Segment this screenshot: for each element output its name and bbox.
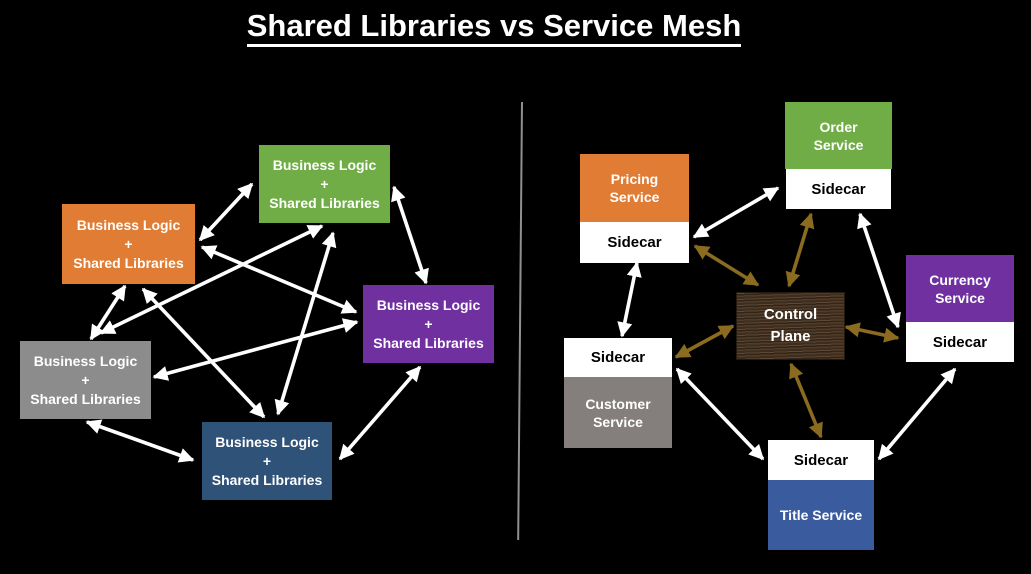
service-box-title: Title Service — [768, 480, 874, 550]
arrow-gray-blue — [85, 419, 195, 463]
arrow-green-blue — [274, 231, 337, 416]
service-box-order: Order Service — [785, 102, 892, 169]
node-label-line: Business Logic — [272, 156, 377, 173]
service-box-currency: Currency Service — [906, 255, 1014, 322]
arrow-green-purple — [391, 185, 429, 285]
service-label-line: Customer — [585, 395, 651, 412]
node-label-line: Shared Libraries — [211, 471, 323, 488]
sidecar-pricing: Sidecar — [580, 222, 689, 263]
control-plane-label-line: Control — [763, 306, 818, 323]
panel-divider — [517, 101, 523, 540]
node-label-line: + — [124, 235, 133, 252]
arrow-gray-purple — [152, 318, 359, 381]
arrow-pricing-sidecar-control-plane — [693, 244, 760, 287]
arrow-currency-sidecar-title-sidecar — [877, 367, 957, 461]
service-label-line: Title Service — [779, 507, 863, 523]
service-label-line: Service — [609, 189, 660, 205]
arrow-order-sidecar-currency-sidecar — [857, 212, 901, 329]
arrow-customer-sidecar-control-plane — [674, 324, 735, 359]
node-label-line: Business Logic — [215, 433, 319, 450]
service-box-customer: Customer Service — [564, 377, 672, 448]
node-label-line: Business Logic — [376, 296, 481, 313]
node-label-line: Business Logic — [76, 216, 181, 233]
arrow-pricing-sidecar-customer-sidecar — [617, 261, 642, 338]
node-business-logic-gray: Business Logic + Shared Libraries — [20, 341, 151, 419]
control-plane-box: Control Plane — [736, 292, 845, 360]
node-label-line: Shared Libraries — [30, 390, 141, 407]
service-box-pricing: Pricing Service — [580, 154, 689, 222]
arrow-orange-gray — [89, 284, 127, 341]
service-label-line: Pricing — [610, 171, 659, 187]
node-business-logic-orange: Business Logic + Shared Libraries — [62, 204, 195, 284]
arrow-customer-sidecar-title-sidecar — [675, 367, 765, 461]
sidecar-currency: Sidecar — [906, 322, 1014, 362]
arrow-order-sidecar-control-plane — [785, 212, 815, 288]
arrow-purple-blue — [338, 365, 422, 461]
node-label-line: Shared Libraries — [269, 194, 380, 211]
sidecar-order: Sidecar — [786, 169, 891, 209]
node-label-line: + — [320, 175, 329, 192]
service-label-line: Order — [819, 118, 858, 135]
node-label-line: Business Logic — [33, 352, 138, 369]
arrow-orange-purple — [200, 245, 358, 314]
arrow-orange-blue — [141, 287, 266, 419]
node-label-line: + — [262, 452, 272, 469]
node-business-logic-green: Business Logic + Shared Libraries — [259, 145, 390, 223]
control-plane-label-line: Plane — [770, 328, 811, 345]
page-title: Shared Libraries vs Service Mesh — [0, 6, 988, 47]
node-business-logic-purple: Business Logic + Shared Libraries — [363, 285, 494, 363]
node-business-logic-blue: Business Logic + Shared Libraries — [202, 422, 332, 500]
sidecar-customer: Sidecar — [564, 338, 672, 377]
service-label-line: Service — [935, 289, 985, 306]
service-label-line: Currency — [929, 271, 991, 288]
node-label-line: Shared Libraries — [73, 254, 184, 271]
node-label-line: + — [424, 315, 433, 332]
node-label-line: + — [81, 371, 90, 388]
page-title-text: Shared Libraries vs Service Mesh — [246, 8, 742, 47]
arrow-title-sidecar-control-plane — [789, 362, 823, 439]
arrow-pricing-sidecar-order-sidecar — [692, 186, 780, 239]
arrow-currency-sidecar-control-plane — [844, 322, 900, 343]
service-label-line: Service — [593, 413, 643, 430]
sidecar-title: Sidecar — [768, 440, 874, 480]
node-label-line: Shared Libraries — [373, 334, 484, 351]
service-label-line: Service — [813, 136, 864, 153]
arrow-orange-green — [198, 182, 254, 242]
